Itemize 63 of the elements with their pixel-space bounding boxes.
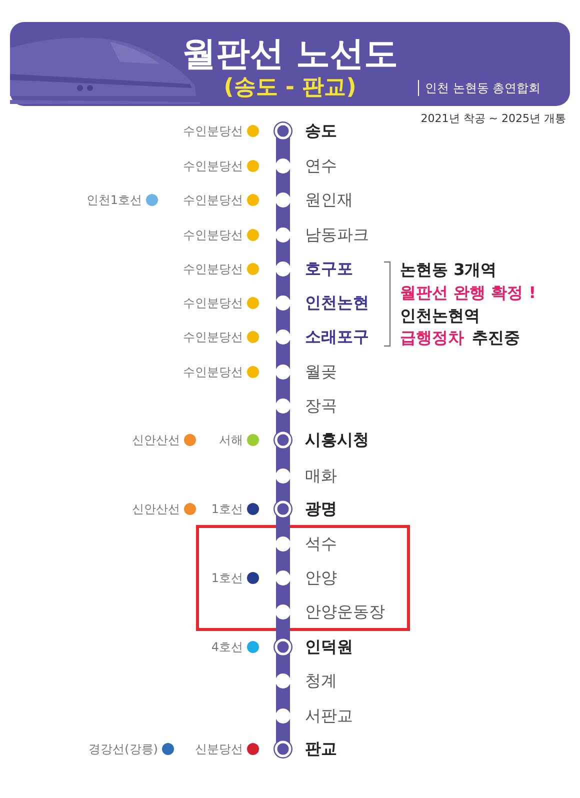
note-text: 월판선 완행 확정 ! (400, 283, 536, 303)
note-text: 인천논현역 (400, 306, 480, 326)
transfer-line-label: 수인분당선 (183, 295, 243, 312)
track-segment (276, 416, 290, 430)
transfer-line-label: 4호선 (211, 639, 243, 656)
station-name: 원인재 (305, 189, 353, 211)
transfer-line-label: 1호선 (211, 501, 243, 518)
transfer-line-label: 수인분당선 (183, 123, 243, 140)
track-segment (276, 245, 290, 259)
transfer-line-label: 수인분당선 (183, 192, 243, 209)
track-segment (276, 622, 290, 637)
station-name: 호구포 (305, 258, 353, 280)
transfer-line-label: 신분당선 (195, 741, 243, 758)
station-name: 판교 (305, 738, 337, 760)
track-segment (276, 382, 290, 396)
station-name: 인덕원 (305, 636, 353, 658)
track-segment (276, 347, 290, 362)
station-name: 안양운동장 (305, 601, 385, 623)
transfer-line-label: 신안산선 (132, 501, 180, 518)
transfer-line-label: 수인분당선 (183, 329, 243, 346)
note-text: 추진중 (472, 328, 520, 348)
transfer-line-label: 수인분당선 (183, 261, 243, 278)
track-segment (276, 279, 290, 293)
station-name: 남동파크 (305, 224, 369, 246)
track-segment (276, 176, 290, 190)
transfer-line-label: 신안산선 (132, 432, 180, 449)
track-segment (276, 141, 290, 156)
station-name: 광명 (305, 498, 337, 520)
track-segment (276, 486, 290, 499)
transfer-line-label: 수인분당선 (183, 227, 243, 244)
transfer-line-label: 수인분당선 (183, 364, 243, 381)
track-segment (276, 450, 290, 466)
station-name: 연수 (305, 155, 337, 177)
station-name: 석수 (305, 533, 337, 555)
station-name: 인천논현 (305, 292, 369, 314)
note-text: 급행정차 (400, 328, 464, 348)
transfer-line-label: 1호선 (211, 570, 243, 587)
schedule-note: 2021년 착공 ~ 2025년 개통 (420, 112, 566, 126)
transfer-line-label: 수인분당선 (183, 158, 243, 175)
track-segment (276, 726, 290, 739)
station-name: 서판교 (305, 705, 353, 727)
subtitle: (송도 - 판교) (224, 75, 356, 100)
note-text: 논현동 3개역 (400, 260, 497, 280)
track-segment (276, 691, 290, 706)
track-segment (276, 210, 290, 225)
station-name: 시흥시청 (305, 429, 369, 451)
station-name: 매화 (305, 465, 337, 487)
track-segment (276, 588, 290, 602)
transfer-line-label: 경강선(강릉) (88, 741, 158, 758)
track-segment (276, 657, 290, 671)
title: 월판선 노선도 (182, 34, 398, 74)
station-name: 청계 (305, 670, 337, 692)
station-name: 장곡 (305, 395, 337, 417)
station-name: 소래포구 (305, 326, 369, 348)
track-segment (276, 554, 290, 568)
station-name: 월곶 (305, 361, 337, 383)
track-segment (276, 519, 290, 534)
track-segment (276, 313, 290, 327)
transfer-line-label: 서해 (219, 432, 243, 449)
transfer-line-label: 인천1호선 (86, 192, 142, 209)
station-name: 안양 (305, 567, 337, 589)
station-name: 송도 (305, 120, 337, 142)
organization-name: 인천 논현동 총연합회 (418, 80, 541, 96)
